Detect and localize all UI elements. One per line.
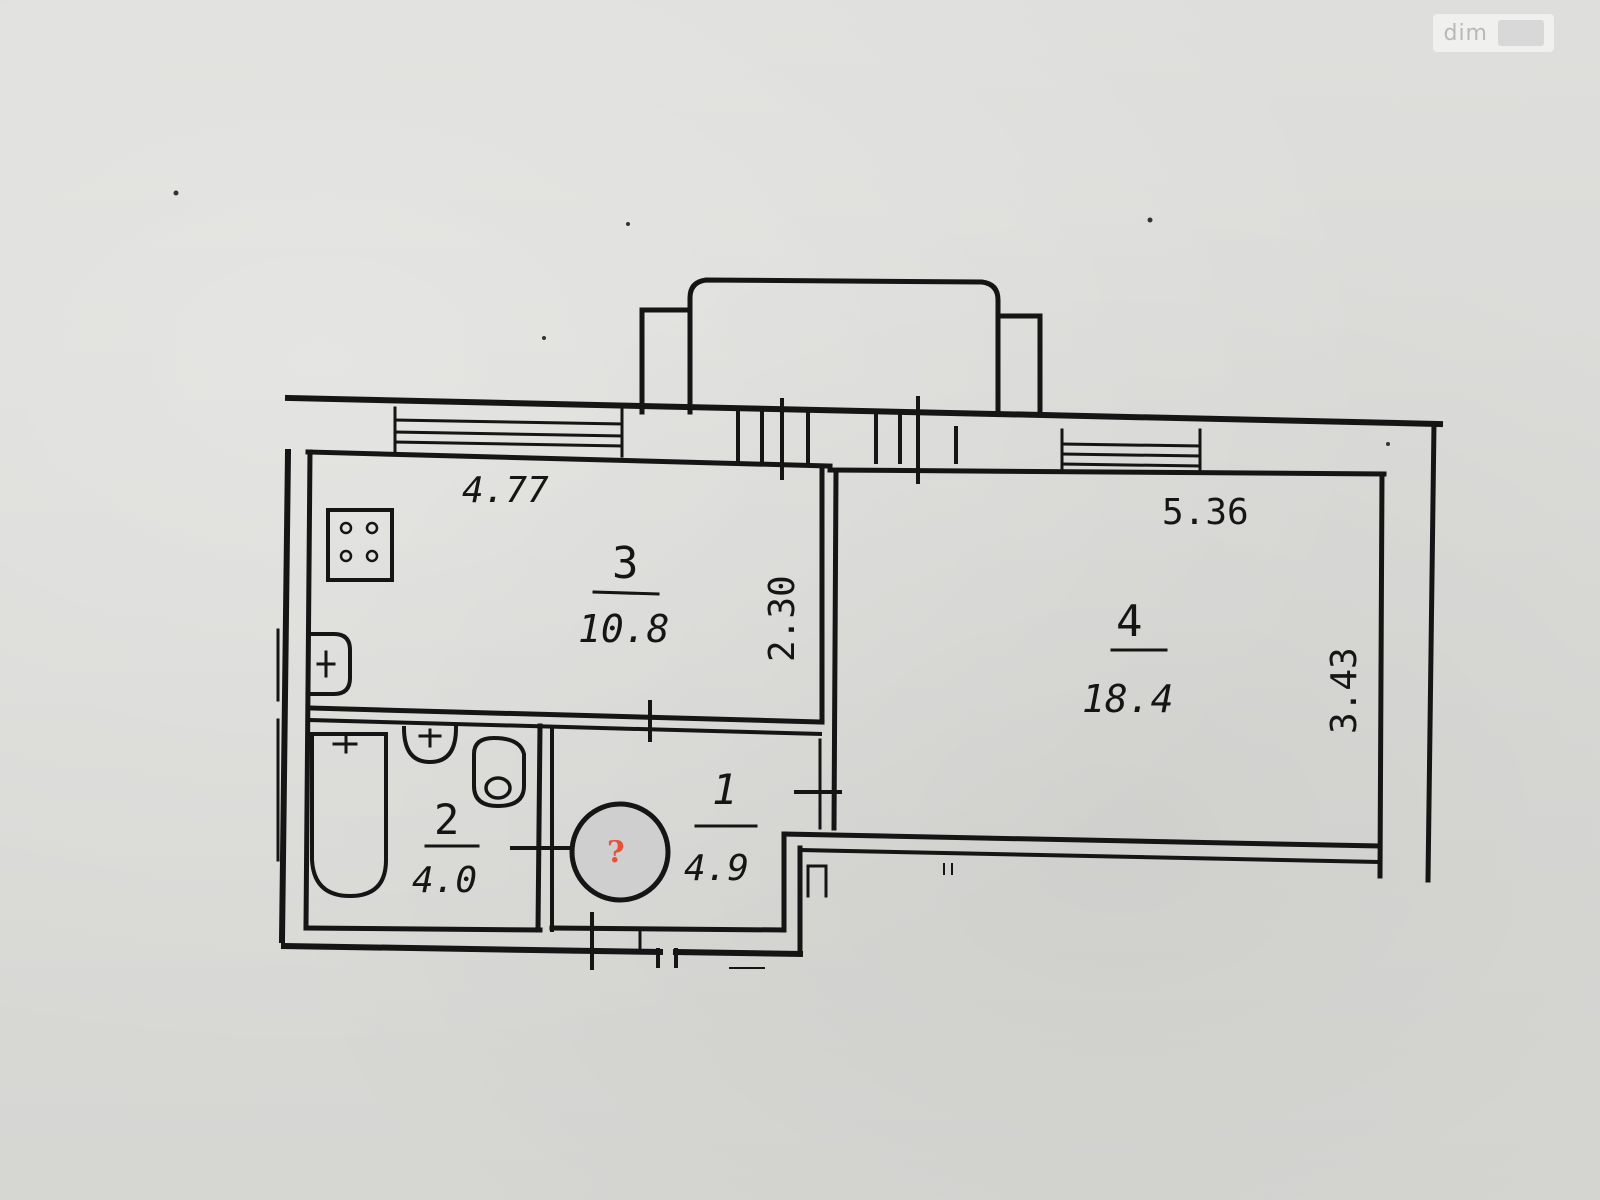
top-wall xyxy=(284,394,1444,484)
room-2-number: 2 xyxy=(434,795,459,844)
room-3-area: 10.8 xyxy=(578,607,670,651)
dimension-kitchen-length: 4.77 xyxy=(462,470,549,511)
watermark-text: dim xyxy=(1443,20,1488,46)
room-4-area: 18.4 xyxy=(1082,677,1174,721)
kitchen-sink-icon xyxy=(310,632,352,696)
room-4-number: 4 xyxy=(1116,596,1143,647)
paper-specks xyxy=(173,190,1390,446)
stove-icon xyxy=(326,508,394,582)
dimension-room-length: 5.36 xyxy=(1162,492,1249,533)
watermark: dim xyxy=(1433,14,1554,52)
partition-bath-hall xyxy=(303,723,570,933)
room-2-area: 4.0 xyxy=(412,860,477,901)
balcony xyxy=(639,277,1043,415)
room-3-number: 3 xyxy=(612,538,639,589)
partition-kitchen-room xyxy=(819,463,839,831)
partition-kitchen-bottom xyxy=(307,700,825,742)
dimension-room-width: 3.43 xyxy=(1324,647,1365,734)
marker-circle: ? xyxy=(569,801,671,903)
left-wall xyxy=(276,448,313,944)
toilet-icon xyxy=(472,735,526,809)
room-1-area: 4.9 xyxy=(684,848,749,889)
wash-basin-icon xyxy=(401,725,459,765)
bathtub-icon xyxy=(310,732,388,899)
right-wall xyxy=(1377,421,1437,883)
room-1-number: 1 xyxy=(712,765,737,814)
fraction-bars xyxy=(424,590,1168,848)
watermark-logo-icon xyxy=(1498,20,1544,46)
dimension-kitchen-width: 2.30 xyxy=(762,575,803,662)
marker-label: ? xyxy=(607,835,625,870)
hall-walls xyxy=(280,738,1381,970)
